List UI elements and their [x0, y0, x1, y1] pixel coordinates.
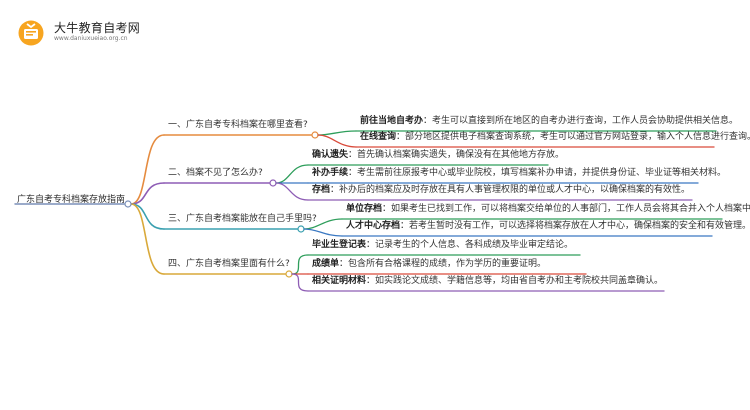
leaf-text: ：考生需前往原报考中心或毕业院校，填写档案补办申请，并提供身份证、毕业证等相关材…: [348, 168, 727, 178]
branch-topic: 四、广东自考档案里面有什么?: [168, 259, 290, 269]
leaf-key: 毕业生登记表: [312, 240, 367, 250]
leaf-key: 相关证明材料: [312, 276, 367, 286]
leaf-key: 确认遗失: [312, 150, 349, 160]
branch-node: [297, 225, 305, 233]
leaf-topic: 存档：补办后的档案应及时存放在具有人事管理权限的单位或人才中心，以确保档案的有效…: [312, 184, 690, 197]
leaf-topic: 成绩单：包含所有合格课程的成绩，作为学历的重要证明。: [312, 258, 546, 271]
leaf-key: 存档: [312, 185, 331, 195]
branch-topic: 三、广东自考档案能放在自己手里吗?: [168, 214, 317, 224]
leaf-text: ：补办后的档案应及时存放在具有人事管理权限的单位或人才中心，以确保档案的有效性。: [330, 185, 691, 195]
leaf-text: ：如果考生已找到工作，可以将档案交给单位的人事部门，工作人员会将其合并入个人档案…: [382, 204, 750, 214]
branch-connector: [130, 134, 165, 205]
leaf-connector: [275, 182, 309, 201]
branch-node: [269, 179, 277, 187]
brand-url: www.daniuxueiao.org.cn: [54, 35, 128, 42]
leaf-key: 在线查询: [360, 132, 397, 142]
leaf-topic: 补办手续：考生需前往原报考中心或毕业院校，填写档案补办申请，并提供身份证、毕业证…: [312, 167, 726, 180]
leaf-connector: [291, 273, 309, 292]
leaf-key: 成绩单: [312, 259, 340, 269]
branch-node: [311, 131, 319, 139]
leaf-connector: [291, 254, 309, 275]
brand-name: 大牛教育自考网: [54, 21, 141, 35]
brand-logo: [18, 20, 44, 46]
branch-topic: 二、档案不见了怎么办?: [168, 168, 263, 178]
root-node: [124, 200, 132, 208]
root-topic: 广东自考专科档案存放指南: [17, 195, 126, 205]
leaf-connector: [303, 228, 343, 237]
leaf-connector: [275, 164, 309, 184]
leaf-topic: 确认遗失：首先确认档案确实遗失，确保没有在其他地方存放。: [312, 149, 564, 162]
branch-node: [285, 270, 293, 278]
branch-connector: [130, 203, 165, 275]
branch-connector: [130, 182, 165, 205]
leaf-topic: 在线查询：部分地区提供电子档案查询系统，考生可以通过官方网站登录，输入个人信息进…: [360, 131, 750, 144]
leaf-topic: 毕业生登记表：记录考生的个人信息、各科成绩及毕业审定结论。: [312, 239, 573, 252]
leaf-topic: 人才中心存档：若考生暂时没有工作，可以选择将档案存放在人才中心，确保档案的安全和…: [346, 220, 750, 233]
leaf-topic: 单位存档：如果考生已找到工作，可以将档案交给单位的人事部门，工作人员会将其合并入…: [346, 203, 750, 216]
leaf-text: ：记录考生的个人信息、各科成绩及毕业审定结论。: [366, 240, 574, 250]
leaf-key: 补办手续: [312, 168, 349, 178]
leaf-text: ：如实践论文成绩、学籍信息等，均由省自考办和主考院校共同盖章确认。: [366, 276, 664, 286]
leaf-connector: [317, 134, 357, 148]
leaf-key: 单位存档: [346, 204, 383, 214]
leaf-topic: 相关证明材料：如实践论文成绩、学籍信息等，均由省自考办和主考院校共同盖章确认。: [312, 275, 663, 288]
leaf-text: ：部分地区提供电子档案查询系统，考生可以通过官方网站登录，输入个人信息进行查询。: [396, 132, 750, 142]
leaf-text: ：首先确认档案确实遗失，确保没有在其他地方存放。: [348, 150, 565, 160]
leaf-key: 前往当地自考办: [360, 116, 424, 126]
leaf-text: ：考生可以直接到所在地区的自考办进行查询，工作人员会协助提供相关信息。: [423, 116, 739, 126]
leaf-topic: 前往当地自考办：考生可以直接到所在地区的自考办进行查询，工作人员会协助提供相关信…: [360, 115, 738, 128]
leaf-connector: [317, 130, 357, 136]
branch-connector: [130, 203, 165, 230]
branch-topic: 一、广东自考专科档案在哪里查看?: [168, 120, 308, 130]
leaf-text: ：若考生暂时没有工作，可以选择将档案存放在人才中心，确保档案的安全和有效管理。: [400, 221, 750, 231]
leaf-text: ：包含所有合格课程的成绩，作为学历的重要证明。: [339, 259, 547, 269]
leaf-key: 人才中心存档: [346, 221, 401, 231]
